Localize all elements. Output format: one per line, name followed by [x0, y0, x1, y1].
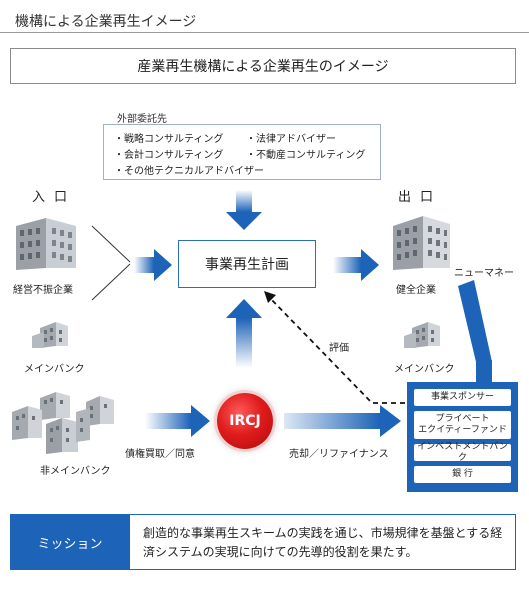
arrow-ircj-to-plan	[226, 299, 262, 368]
healthy-company-building-icon	[393, 216, 450, 270]
mission-text: 創造的な事業再生スキームの実践を通じ、市場規律を基盤とする経済システムの実現に向…	[143, 526, 503, 559]
bracket-lines	[91, 225, 131, 301]
sponsor-business: 事業スポンサー	[414, 389, 511, 406]
sponsor-private-equity: プライベート エクイティーファンド	[414, 411, 511, 439]
entrance-label: 入口	[32, 190, 77, 205]
sponsor-investment-bank: インベストメントバンク	[414, 442, 511, 463]
sponsor-panel: 事業スポンサー プライベート エクイティーファンド インベストメントバンク 銀 …	[407, 382, 518, 492]
external-label: 外部委託先	[117, 114, 167, 125]
claim-purchase-label: 債権買取／同意	[125, 449, 195, 460]
restructuring-plan-box: 事業再生計画	[178, 240, 316, 288]
dashed-evaluation-arrow	[264, 291, 405, 404]
arrow-entrance-to-plan	[134, 249, 172, 281]
sale-refinance-label: 売却／リファイナンス	[289, 449, 389, 460]
external-item: ・その他テクニカルアドバイザー	[114, 166, 264, 177]
main-bank-building-icon	[32, 322, 68, 348]
external-advisors-box: ・戦略コンサルティング ・法律アドバイザー ・会計コンサルティング ・不動産コン…	[103, 124, 381, 180]
distressed-company-label: 経営不振企業	[13, 285, 73, 296]
non-main-bank-label: 非メインバンク	[40, 466, 111, 477]
arrow-nonmain-to-ircj	[145, 405, 210, 437]
distressed-company-building-icon	[16, 218, 76, 270]
diagram-title: 産業再生機構による企業再生のイメージ	[10, 48, 516, 84]
title-divider	[0, 32, 529, 33]
evaluation-label: 評価	[329, 343, 349, 354]
arrow-external-to-plan	[226, 190, 262, 230]
external-item: ・会計コンサルティング	[114, 150, 224, 161]
external-item: ・法律アドバイザー	[246, 134, 336, 145]
sponsor-private-equity-line2: エクイティーファンド	[418, 425, 507, 435]
arrow-new-money	[458, 280, 498, 398]
arrow-plan-to-exit	[333, 249, 379, 281]
new-money-label: ニューマネー	[454, 268, 514, 279]
ircj-logo: IRCJ	[217, 393, 273, 449]
mission-label: ミッション	[10, 514, 130, 570]
external-item: ・戦略コンサルティング	[114, 134, 224, 145]
external-item: ・不動産コンサルティング	[246, 150, 366, 161]
page-title: 機構による企業再生イメージ	[15, 14, 197, 30]
sponsor-private-equity-line1: プライベート	[435, 414, 490, 425]
right-main-bank-label: メインバンク	[394, 364, 455, 375]
left-main-bank-label: メインバンク	[24, 364, 85, 375]
healthy-company-label: 健全企業	[396, 285, 436, 296]
non-main-bank-buildings-icon	[12, 392, 114, 454]
arrow-ircj-to-sponsors	[284, 405, 401, 437]
sponsor-bank: 銀 行	[414, 466, 511, 483]
exit-label: 出口	[398, 190, 443, 205]
main-bank-building-icon	[404, 322, 440, 348]
